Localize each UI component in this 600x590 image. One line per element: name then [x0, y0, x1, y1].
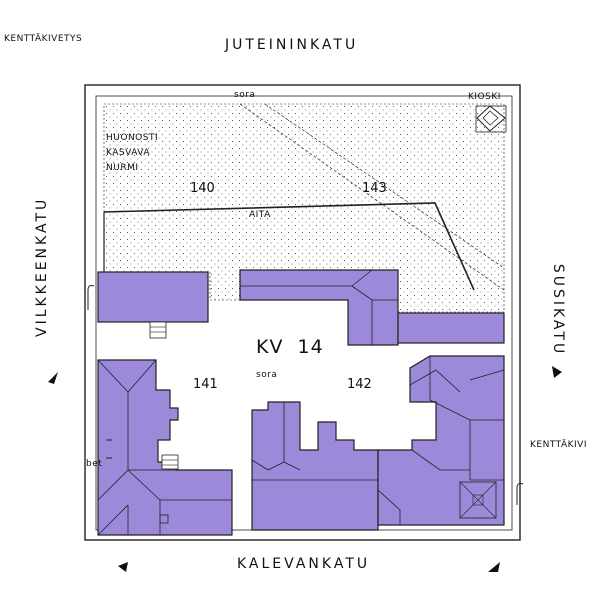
arrow-west-icon: [48, 372, 58, 384]
building-nw: [97, 271, 209, 323]
block-id: KV 14: [256, 336, 324, 358]
lamp-post-east: [516, 483, 524, 505]
label-sora-top: sora: [234, 90, 256, 100]
building-se-ridges: [377, 356, 505, 525]
block-outer-border: [84, 84, 521, 541]
plot-141: 141: [193, 377, 218, 392]
street-juteininkatu: JUTEININKATU: [225, 37, 359, 53]
kiosk-icon: [475, 105, 507, 133]
building-se: [377, 355, 505, 526]
sw-small-square: [159, 514, 169, 524]
se-roof-hatch: [459, 481, 497, 519]
label-aita: AITA: [249, 210, 271, 220]
arrow-se-icon: [488, 562, 500, 572]
stairs-nw: [149, 321, 167, 339]
gravel-path-edge: [264, 103, 505, 269]
building-north-ridges: [240, 269, 398, 345]
street-vilkkeenkatu: VILKKEENKATU: [34, 196, 50, 337]
label-sora-yard: sora: [256, 370, 278, 380]
gravel-path: [239, 103, 505, 291]
label-kenttakivetys: KENTTÄKIVETYS: [4, 34, 83, 44]
plot-143: 143: [362, 181, 387, 196]
street-susikatu: SUSIKATU: [550, 263, 566, 357]
arrow-east-icon: [552, 366, 562, 378]
label-kioski: KIOSKI: [468, 92, 501, 102]
label-kenttakivi: KENTTÄKIVI: [530, 440, 587, 450]
street-kalevankatu: KALEVANKATU: [237, 556, 371, 572]
fence-line: [103, 202, 475, 291]
plot-142: 142: [347, 377, 372, 392]
label-lawn-3: NURMI: [106, 163, 139, 173]
plot-140: 140: [190, 181, 215, 196]
bench-mark: [106, 439, 112, 459]
label-bet: bet: [86, 459, 103, 469]
stairs-sw: [161, 454, 179, 470]
building-ne-wing: [397, 312, 505, 344]
building-sw: [97, 359, 233, 536]
building-south-ridges: [251, 402, 378, 481]
lamp-post-west: [87, 285, 95, 310]
arrow-sw-icon: [118, 562, 128, 572]
building-south: [251, 401, 379, 531]
label-lawn-2: KASVAVA: [106, 148, 151, 158]
building-north: [239, 269, 399, 346]
label-lawn-1: HUONOSTI: [106, 133, 159, 143]
building-sw-ridges: [97, 359, 232, 536]
